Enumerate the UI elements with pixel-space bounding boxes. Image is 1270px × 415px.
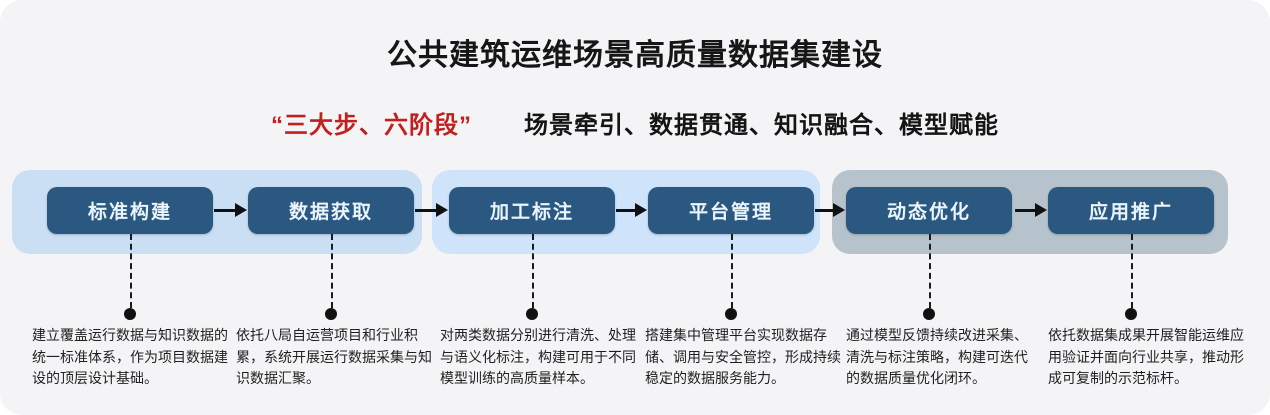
stage-box-application-promotion: 应用推广 — [1048, 187, 1214, 234]
stage-description: 对两类数据分别进行清洗、处理与语义化标注，构建可用于不同模型训练的高质量样本。 — [440, 327, 636, 387]
dashed-connector — [731, 234, 733, 308]
stage-box-data-acquisition: 数据获取 — [248, 187, 414, 234]
stage-box-platform-management: 平台管理 — [648, 187, 814, 234]
stage-box-standard-construction: 标准构建 — [47, 187, 213, 234]
bullet-dot-icon — [923, 308, 935, 320]
stage-description: 建立覆盖运行数据与知识数据的统一标准体系，作为项目数据建设的顶层设计基础。 — [32, 327, 228, 387]
stage-description: 搭建集中管理平台实现数据存储、调用与安全管控，形成持续稳定的数据服务能力。 — [645, 327, 841, 387]
bullet-dot-icon — [1125, 308, 1137, 320]
stage-box-processing-annotation: 加工标注 — [449, 187, 615, 234]
arrow-right-icon — [214, 203, 247, 217]
dashed-connector — [1131, 234, 1133, 308]
bullet-dot-icon — [124, 308, 136, 320]
bullet-dot-icon — [325, 308, 337, 320]
page-title: 公共建筑运维场景高质量数据集建设 — [387, 39, 883, 72]
stage-description: 依托数据集成果开展智能运维应用验证并面向行业共享，推动形成可复制的示范标杆。 — [1048, 327, 1244, 387]
bullet-dot-icon — [725, 308, 737, 320]
arrow-right-icon — [1015, 203, 1047, 217]
arrow-right-icon — [815, 203, 845, 217]
arrow-right-icon — [415, 203, 448, 217]
stage-label: 动态优化 — [886, 202, 971, 223]
stage-label: 加工标注 — [489, 202, 574, 223]
subtitle-keywords: 场景牵引、数据贯通、知识融合、模型赋能 — [524, 112, 999, 139]
dashed-connector — [130, 234, 132, 308]
arrow-right-icon — [616, 203, 647, 217]
stage-box-dynamic-optimization: 动态优化 — [846, 187, 1012, 234]
stage-label: 数据获取 — [288, 202, 373, 223]
subtitle-highlight: “三大步、六阶段” — [271, 112, 472, 139]
stage-description: 依托八局自运营项目和行业积累，系统开展运行数据采集与知识数据汇聚。 — [236, 327, 432, 387]
dashed-connector — [532, 234, 534, 308]
stage-label: 平台管理 — [688, 202, 773, 223]
dashed-connector — [929, 234, 931, 308]
stage-label: 应用推广 — [1088, 202, 1173, 223]
subtitle-row: “三大步、六阶段” 场景牵引、数据贯通、知识融合、模型赋能 — [0, 105, 1270, 140]
bullet-dot-icon — [526, 308, 538, 320]
stage-label: 标准构建 — [87, 202, 172, 223]
stage-description: 通过模型反馈持续改进采集、清洗与标注策略，构建可迭代的数据质量优化闭环。 — [846, 327, 1028, 387]
dashed-connector — [331, 234, 333, 308]
